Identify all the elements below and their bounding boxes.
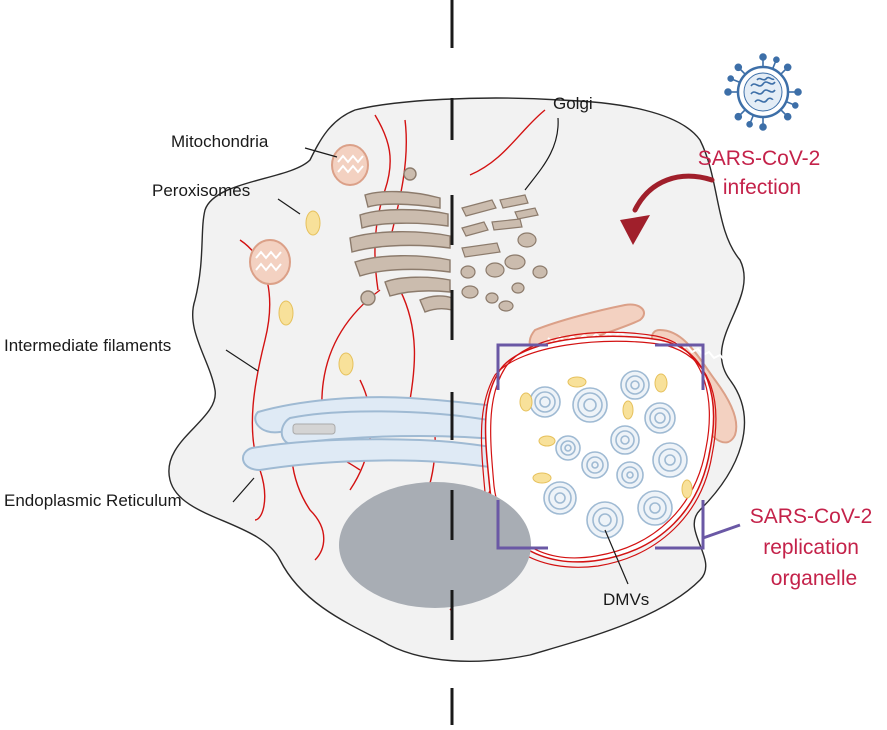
dmv [644,402,676,434]
dmv [637,490,673,526]
dmv [652,442,688,478]
mitochondrion-left-2 [249,239,291,285]
label-infection-line-2: infection [723,176,801,199]
dmv [610,425,640,455]
label-infection: SARS-CoV-2 infection [698,147,826,199]
label-peroxisomes: Peroxisomes [152,181,250,200]
label-dmvs: DMVs [603,590,649,609]
nucleus [339,482,531,608]
label-replication-line-2: replication [763,536,859,559]
label-replication-line-3: organelle [771,567,857,590]
dmv [555,435,581,461]
label-replication-line-1: SARS-CoV-2 [750,505,873,528]
dmv [543,481,577,515]
dmv [616,461,644,489]
dmv [529,386,561,418]
dmv-vesicles [529,370,688,539]
replication-brackets [496,343,741,550]
dmv [572,387,608,423]
label-replication-organelle: SARS-CoV-2 replication organelle [750,505,878,590]
dmv [581,451,609,479]
peroxisomes-right [519,373,693,499]
label-infection-line-1: SARS-CoV-2 [698,147,821,170]
label-intermediate-filaments: Intermediate filaments [4,336,171,355]
dmv [586,501,624,539]
label-endoplasmic-reticulum: Endoplasmic Reticulum [4,491,182,510]
virus-icon [724,53,802,131]
label-mitochondria: Mitochondria [171,132,269,151]
peroxisomes-left [278,210,354,376]
golgi-left [349,167,453,313]
mitochondrion-left-1 [331,144,369,186]
label-golgi: Golgi [553,94,593,113]
curved-arrow-icon [620,173,715,245]
dmv [620,370,650,400]
golgi-right-fragments [460,194,548,312]
leader-lines [225,117,629,585]
